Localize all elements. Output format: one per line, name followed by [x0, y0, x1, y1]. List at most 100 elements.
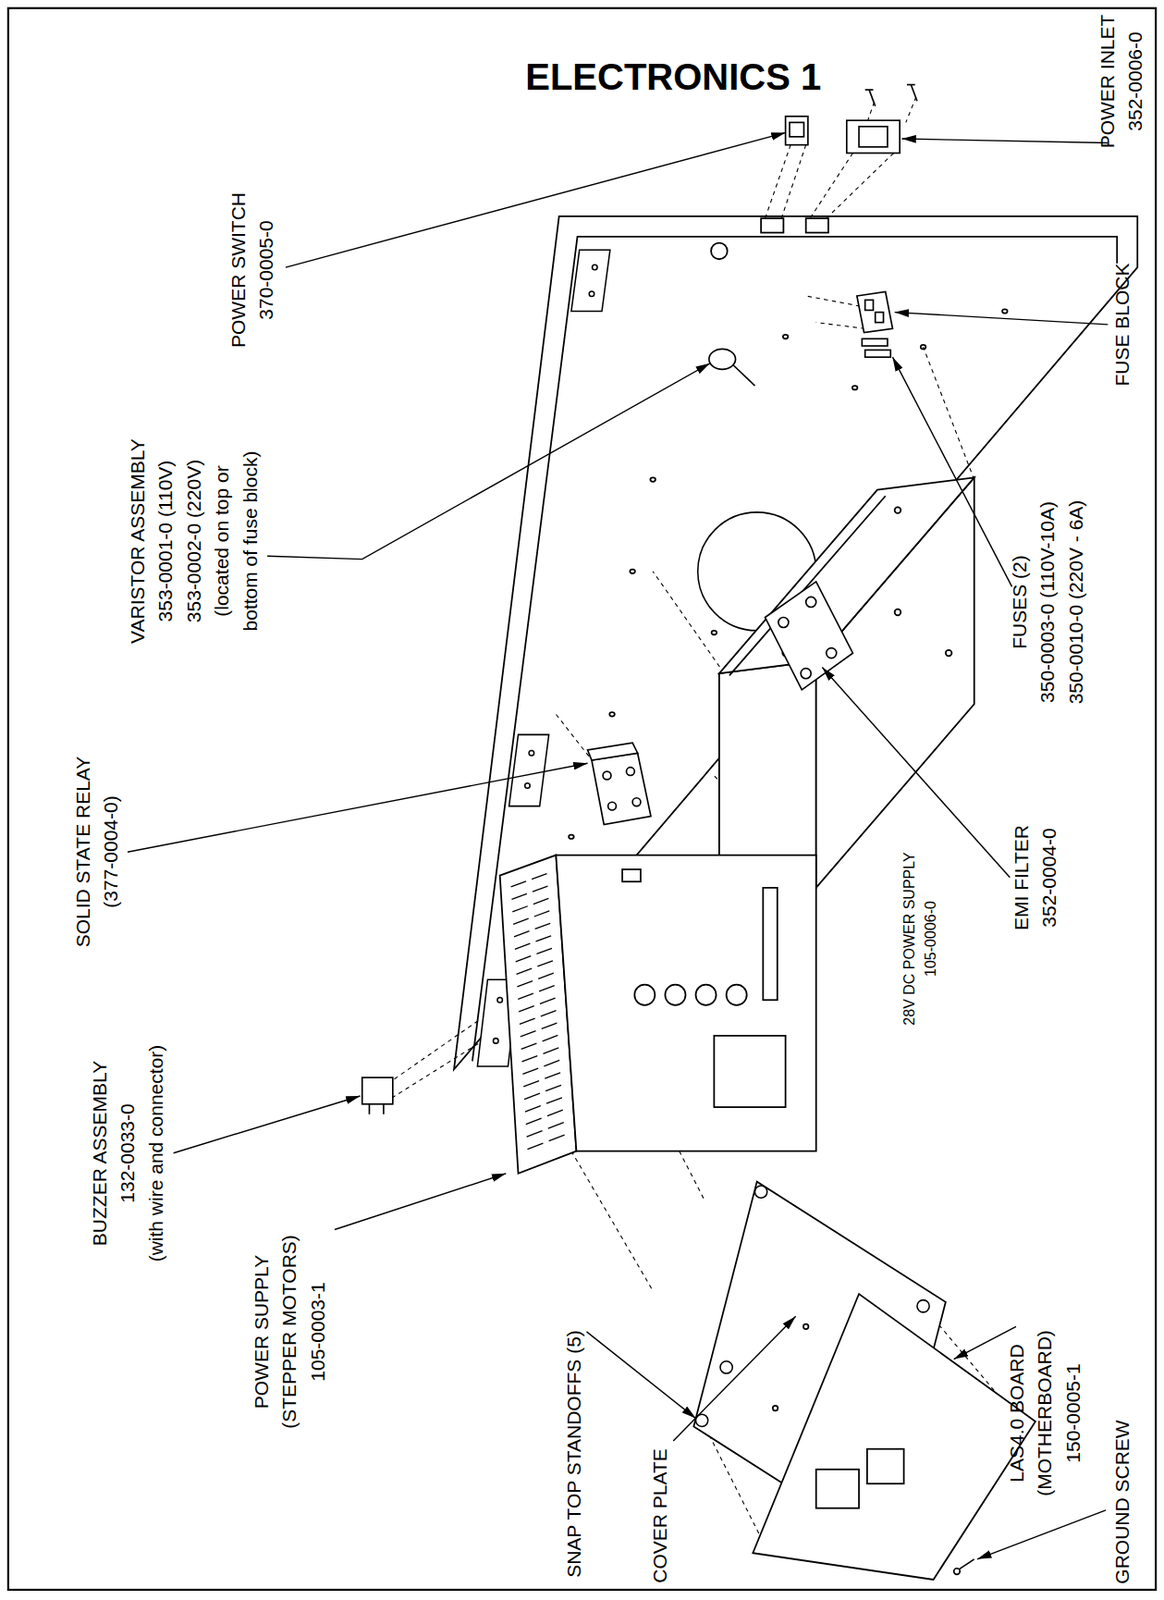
solid-state-relay: [602, 771, 612, 780]
vent-louver: [547, 1109, 564, 1115]
assembly-line: [387, 1017, 482, 1084]
vent-louver: [536, 947, 552, 954]
chassis-panel: [760, 218, 784, 233]
snap-top-standoff: [917, 1299, 930, 1312]
mounting-rail: [592, 264, 599, 270]
emi-filter: [806, 596, 817, 607]
callout-text: FUSES (2): [1006, 500, 1035, 705]
buzzer: [368, 1103, 371, 1115]
callout-label: 28V DC POWER SUPPLY105-0006-0: [898, 851, 942, 1025]
vent-louver: [514, 943, 531, 949]
assembly-line: [826, 152, 895, 219]
leader-line: [894, 312, 1109, 325]
ground-screw: [954, 1558, 975, 1575]
callout-label: SNAP TOP STANDOFFS (5): [560, 1330, 589, 1579]
vent-louver: [523, 1080, 540, 1087]
power-inlet: [869, 89, 876, 107]
vent-louver: [531, 873, 547, 880]
vent-louver: [536, 935, 552, 942]
chassis-panel: [609, 711, 615, 716]
callout-text: (377-0004-0): [97, 756, 125, 948]
vent-louver: [524, 1092, 540, 1099]
callout-label: FUSE BLOCK: [1108, 262, 1137, 386]
assembly-line: [781, 145, 806, 219]
vent-louver: [545, 1084, 562, 1091]
vent-louver: [539, 985, 555, 992]
callout-text: 350-0003-0 (110V-10A): [1034, 500, 1063, 705]
dc-power-supply: [894, 609, 902, 616]
solid-state-relay: [632, 797, 641, 807]
leader-line: [821, 667, 1010, 878]
leader-line: [977, 1509, 1106, 1559]
vent-louver: [538, 972, 554, 979]
vent-louver: [525, 1105, 541, 1112]
motherboard: [816, 1469, 859, 1508]
chassis-panel: [852, 385, 858, 390]
callout-label: POWER SUPPLY(STEPPER MOTORS)105-0003-1: [248, 1234, 333, 1429]
callout-text: EMI FILTER: [1007, 824, 1036, 931]
mounting-rail: [493, 1038, 500, 1044]
dc-power-supply: [945, 649, 953, 657]
emi-filter: [765, 581, 854, 690]
leader-line: [673, 1315, 796, 1441]
leader-line: [173, 1095, 361, 1153]
assembly-line: [392, 1042, 480, 1099]
stepper-power-supply: [762, 887, 777, 1000]
callout-text: 28V DC POWER SUPPLY: [898, 851, 920, 1025]
vent-louver: [543, 1059, 560, 1066]
fuse-block: [875, 312, 884, 323]
callout-text: COVER PLATE: [646, 1447, 674, 1582]
callout-text: LAS4.0 BOARD: [1003, 1329, 1031, 1496]
varistor: [733, 365, 755, 386]
callout-text: 132-0033-0: [114, 1044, 143, 1263]
vent-louver: [535, 922, 552, 929]
power-inlet: [846, 120, 900, 153]
callout-text: POWER INLET: [1093, 14, 1122, 149]
stepper-power-supply: [696, 984, 717, 1005]
assembly-line: [923, 346, 975, 479]
vent-louver: [544, 1072, 561, 1079]
chassis-panel: [710, 243, 728, 260]
assembly-line: [816, 322, 866, 330]
vent-louver: [521, 1042, 538, 1049]
leader-line: [586, 1331, 696, 1419]
motherboard: [752, 1293, 1036, 1580]
callout-text: 352-0006-0: [1121, 14, 1150, 149]
motherboard: [752, 1293, 1036, 1580]
mounting-rail: [588, 291, 595, 297]
buzzer: [362, 1077, 393, 1115]
vent-louver: [511, 881, 527, 887]
callout-text: 353-0002-0 (220V): [179, 438, 208, 644]
solid-state-relay: [588, 742, 638, 760]
vent-louver: [548, 1122, 564, 1128]
vent-louver: [511, 893, 527, 899]
callout-text: POWER SUPPLY: [248, 1234, 277, 1429]
motherboard: [867, 1448, 905, 1484]
stepper-power-supply: [664, 984, 686, 1005]
callout-text: (located on top or: [208, 438, 236, 644]
solid-state-relay: [591, 752, 651, 824]
vent-louver: [546, 1097, 563, 1103]
callout-label: FUSES (2)350-0003-0 (110V-10A)350-0010-0…: [1006, 500, 1091, 705]
callout-label: VARISTOR ASSEMBLY353-0001-0 (110V)353-00…: [123, 438, 265, 644]
vent-louver: [526, 1117, 542, 1124]
callout-text: 105-0006-0: [919, 851, 942, 1025]
leader-line: [892, 356, 1012, 587]
callout-label: SOLID STATE RELAY(377-0004-0): [68, 756, 125, 948]
vent-louver: [526, 1130, 543, 1137]
varistor: [709, 348, 736, 369]
vent-louver: [540, 1010, 557, 1017]
assembly-line: [765, 145, 792, 219]
power-inlet: [906, 84, 916, 86]
page-frame: [8, 8, 1156, 1590]
leader-line: [901, 138, 1108, 143]
fuse-block: [857, 292, 894, 333]
callout-text: 105-0003-1: [305, 1234, 333, 1429]
mounting-rail: [525, 783, 531, 789]
chassis-panel: [649, 477, 656, 481]
leader-line: [127, 762, 589, 852]
leader-line: [267, 363, 711, 560]
vent-louver: [522, 1067, 539, 1074]
mounting-rail: [528, 749, 535, 756]
